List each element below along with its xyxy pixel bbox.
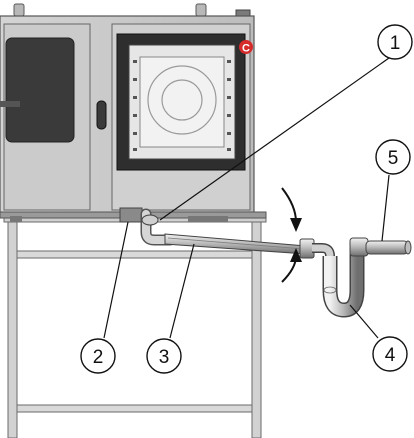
slope-arrow-top — [281, 187, 297, 223]
leader-line-3 — [169, 243, 195, 339]
callout-5-label: 5 — [388, 148, 399, 169]
stand-crossbar-lower — [16, 404, 253, 413]
stand-crossbar-upper — [16, 250, 253, 259]
callout-2: 2 — [80, 338, 116, 374]
leader-line-1 — [159, 57, 390, 221]
top-knob-right — [195, 3, 207, 17]
drain-connector-block — [119, 207, 143, 223]
leader-line-5 — [381, 174, 390, 242]
oven-foot-right — [188, 216, 228, 222]
leader-line-2 — [103, 221, 129, 339]
callout-5: 5 — [375, 139, 411, 175]
brand-logo-letter: C — [242, 43, 250, 55]
stand-leg-right — [251, 221, 262, 438]
callout-4-label: 4 — [385, 345, 396, 366]
callout-1-label: 1 — [390, 33, 401, 54]
leader-lines — [103, 57, 390, 339]
slope-indicator-arrows — [281, 187, 302, 283]
top-knob-left — [13, 3, 25, 17]
callout-2-label: 2 — [93, 347, 104, 368]
fan-cover-outer — [147, 65, 217, 135]
brand-logo-badge — [239, 40, 253, 54]
callout-3-label: 3 — [159, 347, 170, 368]
brand-logo: C — [239, 40, 253, 55]
callout-4: 4 — [372, 336, 408, 372]
callout-3: 3 — [146, 338, 182, 374]
drain-pipe-assembly — [140, 208, 412, 318]
outlet-stub — [141, 214, 159, 226]
oven-inner-chamber — [139, 56, 225, 148]
oven-foot-left — [10, 216, 22, 222]
drain-outlet-pipe — [349, 237, 412, 257]
left-door-window — [5, 37, 75, 143]
oven: C — [0, 3, 267, 223]
leader-line-4 — [349, 304, 379, 339]
door-handle — [96, 100, 107, 130]
left-door-slot — [0, 101, 20, 107]
rack-rails-left — [133, 60, 137, 151]
pipe-coupling — [299, 238, 315, 259]
callout-1: 1 — [377, 24, 413, 60]
rack-rails-right — [227, 60, 231, 151]
fan-cover-inner — [161, 79, 203, 121]
stand-leg-left — [7, 221, 18, 438]
siphon-trap — [322, 254, 365, 318]
